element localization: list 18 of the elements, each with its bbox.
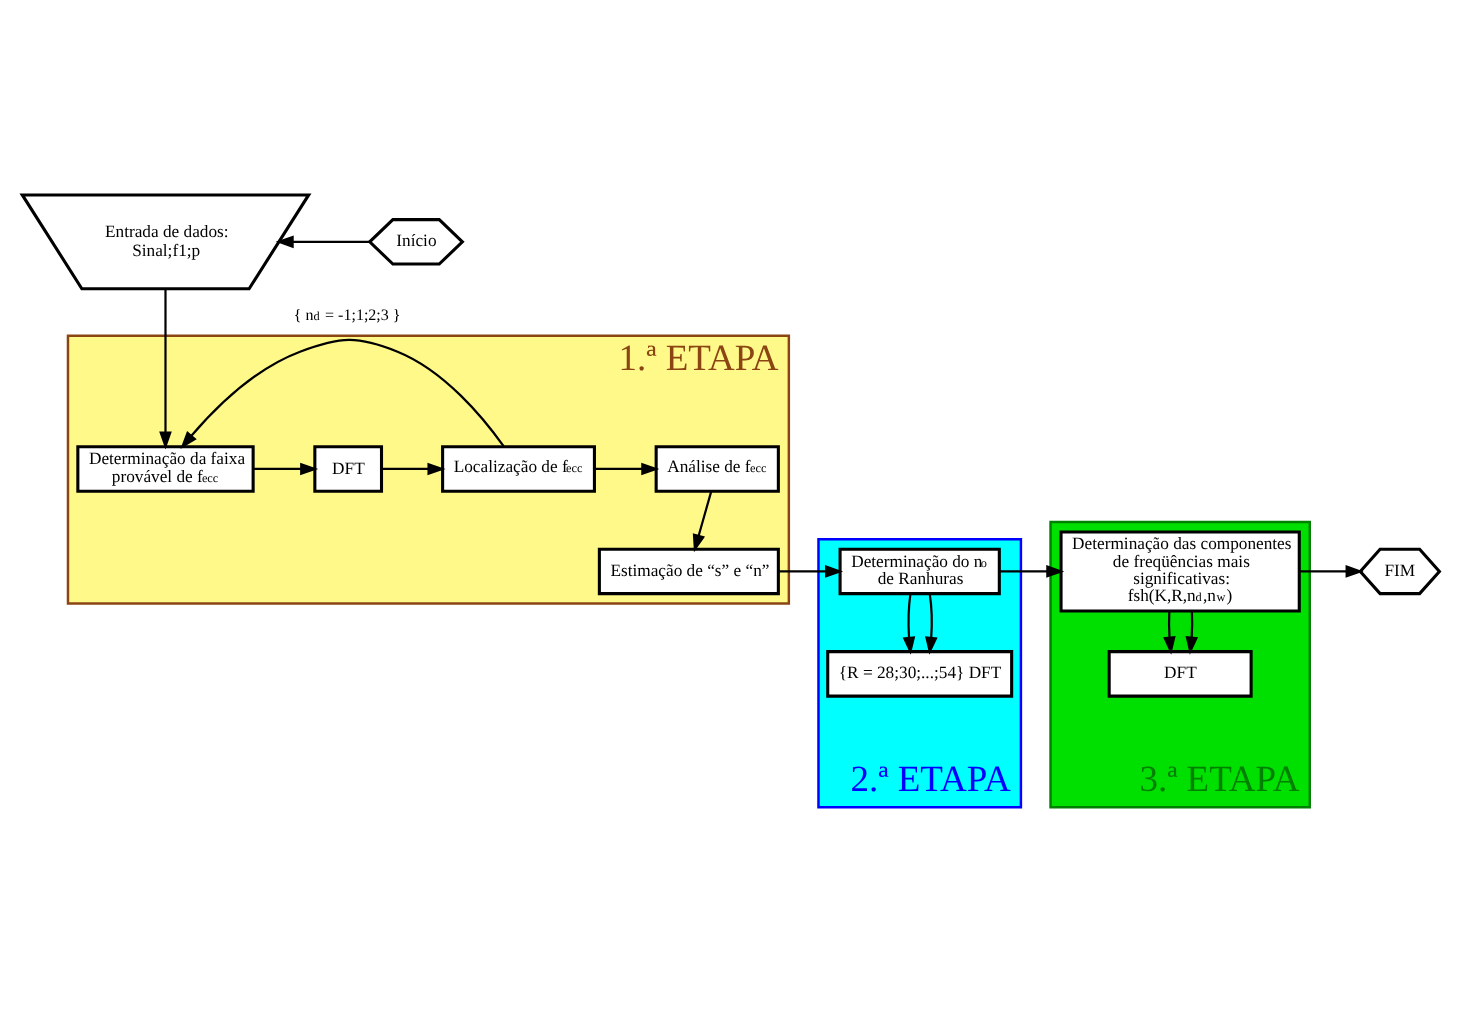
node-box: DFT	[313, 445, 384, 493]
arrow	[925, 593, 938, 655]
arrow	[381, 462, 446, 476]
arrow	[253, 462, 319, 476]
arrow	[180, 338, 505, 449]
arrow	[1299, 565, 1364, 578]
arrow	[1163, 611, 1176, 655]
arrow	[902, 593, 916, 655]
arrow	[778, 565, 844, 578]
arrow	[692, 491, 713, 553]
arrow	[1185, 610, 1199, 655]
node-box: {R = 28;30;...;54} DFT	[826, 650, 1014, 698]
node-box: Estimação de “s” e “n”	[597, 547, 780, 596]
arrow	[594, 462, 660, 476]
arrow	[275, 235, 370, 249]
arrow	[999, 565, 1065, 578]
arrow	[159, 289, 172, 450]
node-box: DFT	[1107, 650, 1253, 698]
